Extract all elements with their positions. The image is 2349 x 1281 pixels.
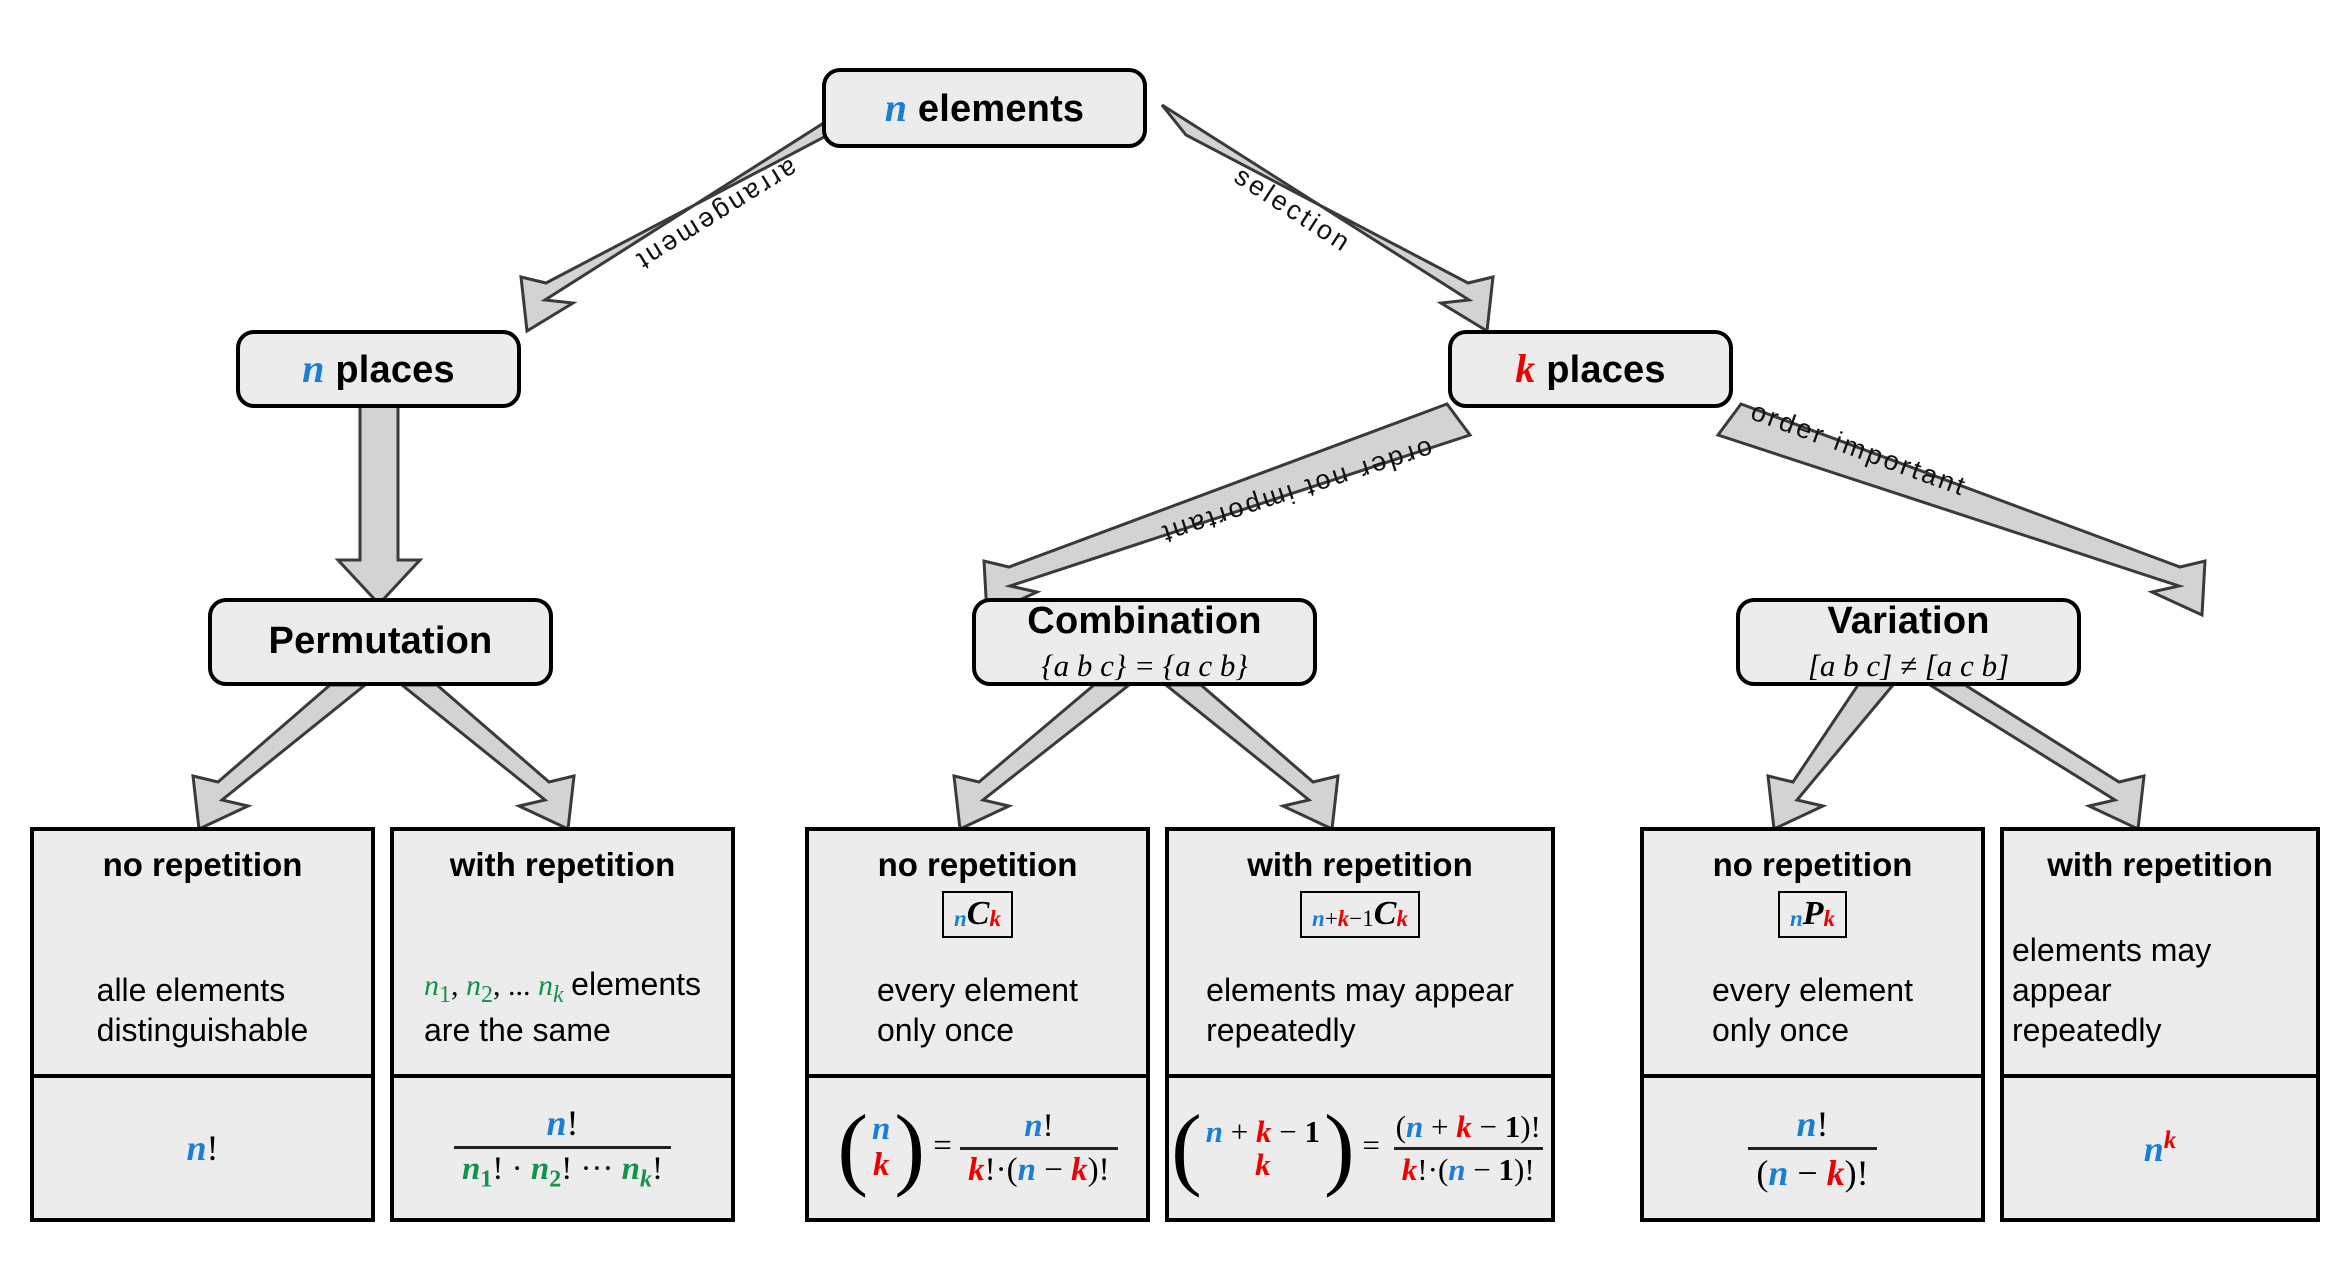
leaf-description: alle elements distinguishable <box>96 972 309 1048</box>
leaf-cell-formula: n! <box>34 1078 371 1218</box>
leaf-head: no repetition <box>1712 846 1913 883</box>
node-n-places[interactable]: n places <box>236 330 521 408</box>
leaf-head: with repetition <box>2047 846 2273 883</box>
leaf-cell-description: no repetition nPk every element only onc… <box>1644 831 1981 1078</box>
node-permutation-title: Permutation <box>268 620 493 663</box>
var-k: k <box>1515 345 1536 391</box>
edge-label-selection: selection <box>1229 160 1358 259</box>
leaf-combination-with-repetition[interactable]: with repetition n+k−1Ck elements may app… <box>1165 827 1555 1222</box>
node-variation-title: Variation <box>1827 600 1990 643</box>
leaf-cell-formula: nk <box>2004 1078 2316 1218</box>
leaf-description: every element only once <box>877 972 1078 1048</box>
leaf-cell-description: no repetition alle elements distinguisha… <box>34 831 371 1078</box>
leaf-description: elements may appear repeatedly <box>1206 972 1514 1048</box>
node-n-places-title: n places <box>302 346 455 393</box>
leaf-permutation-with-repetition[interactable]: with repetition n1, n2, ... nk elements … <box>390 827 735 1222</box>
edge-permutation-with-repetition-arrow <box>397 683 576 832</box>
edge-permutation-no-repetition-arrow <box>191 683 370 832</box>
node-variation[interactable]: Variation [a b c] ≠ [a c b] <box>1736 598 2081 686</box>
edge-combination-with-repetition-arrow <box>1161 683 1340 832</box>
node-k-places-word: places <box>1546 348 1666 391</box>
edge-label-order-not-important: order not important <box>1156 433 1437 551</box>
leaf-variation-no-repetition[interactable]: no repetition nPk every element only onc… <box>1640 827 1985 1222</box>
leaf-description: n1, n2, ... nk elements are the same <box>424 966 701 1048</box>
var-n: n <box>884 84 908 130</box>
formula-n-power-k: nk <box>2143 1126 2177 1169</box>
edge-combination-no-repetition-arrow <box>952 683 1134 832</box>
node-variation-subtitle: [a b c] ≠ [a c b] <box>1807 648 2010 684</box>
notation-badge-nCk: nCk <box>942 891 1013 938</box>
node-k-places-title: k places <box>1515 346 1665 393</box>
leaf-variation-with-repetition[interactable]: with repetition elements may appear repe… <box>2000 827 2320 1222</box>
node-n-elements-title: n elements <box>885 85 1085 132</box>
leaf-cell-formula: n! (n − k)! <box>1644 1078 1981 1218</box>
leaf-combination-no-repetition[interactable]: no repetition nCk every element only onc… <box>805 827 1150 1222</box>
node-combination-title: Combination <box>1027 600 1262 643</box>
leaf-cell-description: with repetition n1, n2, ... nk elements … <box>394 831 731 1078</box>
leaf-cell-formula: ( n + k − 1 k ) = (n + k − 1)! k!·(n − 1… <box>1169 1078 1551 1218</box>
leaf-cell-description: with repetition n+k−1Ck elements may app… <box>1169 831 1551 1078</box>
leaf-permutation-no-repetition[interactable]: no repetition alle elements distinguisha… <box>30 827 375 1222</box>
leaf-cell-description: no repetition nCk every element only onc… <box>809 831 1146 1078</box>
edge-label-arrangement: arrangement <box>629 153 804 278</box>
notation-badge-n-plus-k-minus-1-C-k: n+k−1Ck <box>1300 891 1420 938</box>
edge-label-order-important: order important <box>1747 395 1972 503</box>
var-n: n <box>302 345 325 391</box>
leaf-description: elements may appear repeatedly <box>2012 932 2212 1048</box>
formula-multiset-permutation: n! n1! · n2! ··· nk! <box>453 1102 672 1194</box>
leaf-head: with repetition <box>449 846 676 883</box>
leaf-head: no repetition <box>102 846 303 883</box>
formula-binomial-n-plus-k-minus-1: ( n + k − 1 k ) = (n + k − 1)! k!·(n − 1… <box>1171 1096 1543 1199</box>
leaf-cell-description: with repetition elements may appear repe… <box>2004 831 2316 1078</box>
leaf-description: every element only once <box>1712 972 1913 1048</box>
leaf-cell-formula: ( n k ) = n! k!·(n − k)! <box>809 1078 1146 1218</box>
formula-binomial-nk: ( n k ) = n! k!·(n − k)! <box>837 1101 1118 1193</box>
node-n-places-word: places <box>335 348 455 391</box>
node-combination[interactable]: Combination {a b c} = {a c b} <box>972 598 1317 686</box>
node-k-places[interactable]: k places <box>1448 330 1733 408</box>
edge-n-places-permutation-arrow <box>334 398 424 607</box>
leaf-head: no repetition <box>877 846 1078 883</box>
edge-variation-no-repetition-arrow <box>1766 683 1897 832</box>
leaf-cell-formula: n! n1! · n2! ··· nk! <box>394 1078 731 1218</box>
node-n-elements-word: elements <box>917 87 1085 130</box>
formula-variation-no-repetition: n! (n − k)! <box>1748 1103 1877 1194</box>
notation-badge-nPk: nPk <box>1777 891 1848 938</box>
node-combination-subtitle: {a b c} = {a c b} <box>1041 648 1248 684</box>
edge-variation-with-repetition-arrow <box>1924 683 2146 832</box>
node-n-elements[interactable]: n elements <box>822 68 1147 148</box>
leaf-head: with repetition <box>1247 846 1473 883</box>
formula-n-factorial: n! <box>186 1128 219 1168</box>
node-permutation[interactable]: Permutation <box>208 598 553 686</box>
leaf-description-math: n1, n2, ... nk elements <box>424 966 701 1008</box>
